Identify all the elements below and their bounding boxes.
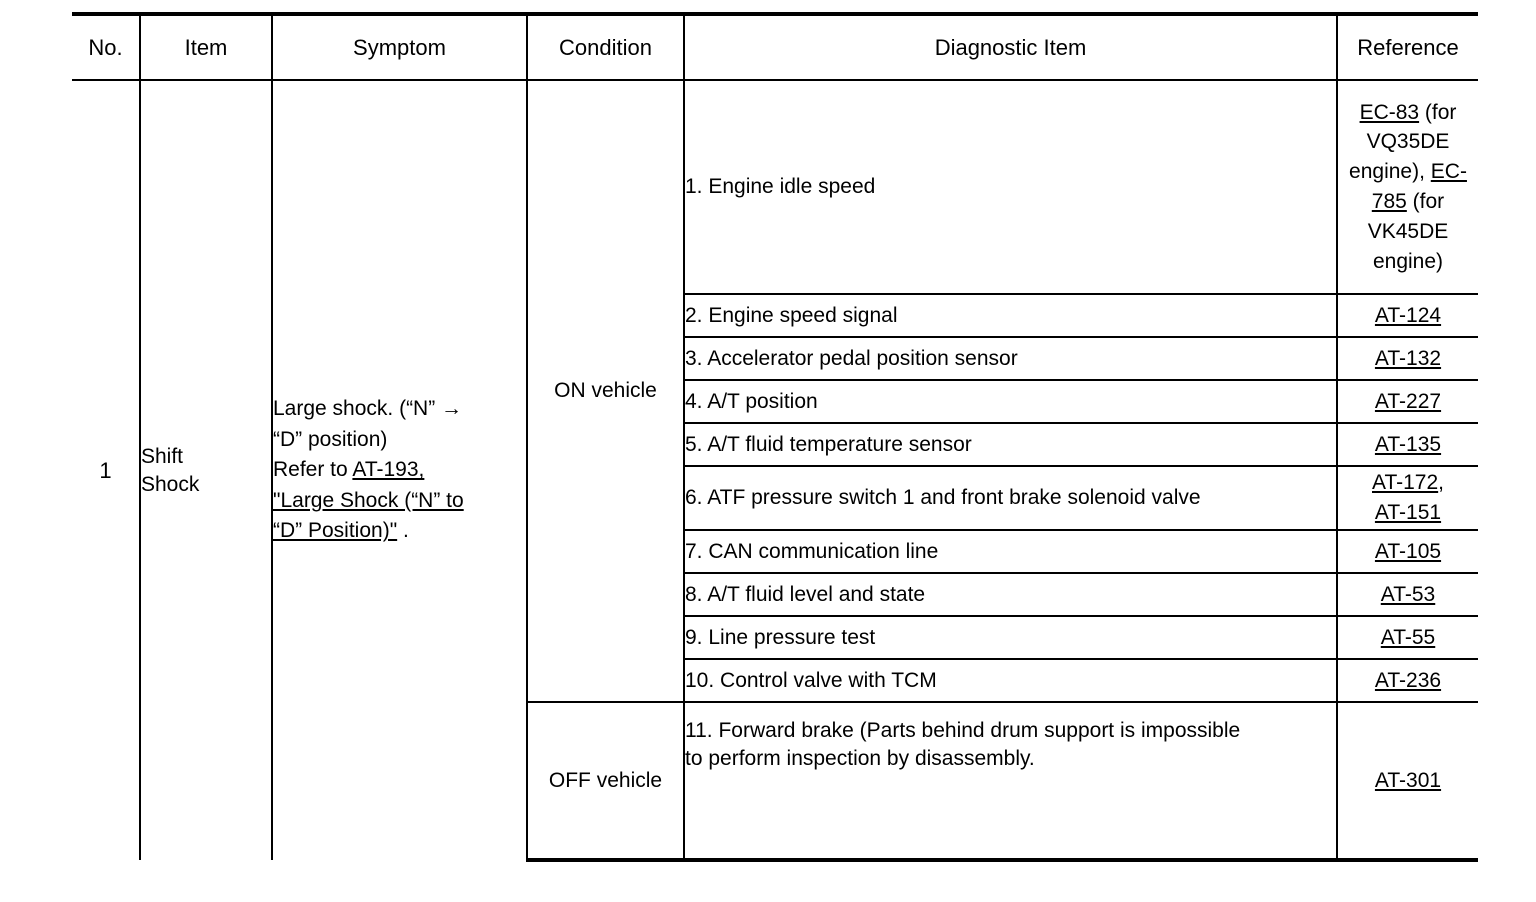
cell-diagnostic-item: 2. Engine speed signal: [684, 294, 1338, 338]
table-row: 9. Line pressure test AT-55: [72, 616, 1478, 660]
cell-item: Shift Shock: [140, 80, 273, 860]
cell-reference[interactable]: AT-301: [1337, 702, 1478, 862]
symptom-line-1: Large shock. (“N” →: [273, 397, 463, 421]
column-header-no: No.: [72, 12, 141, 81]
reference-link[interactable]: AT-151: [1374, 501, 1442, 524]
reference-link[interactable]: AT-135: [1374, 432, 1442, 456]
reference-text: (for VQ35DE engine),: [1349, 100, 1457, 184]
table-row: 10. Control valve with TCM AT-236: [72, 659, 1478, 703]
symptom-line-2: “D” position): [273, 427, 388, 451]
diagnostic-line-1: 11. Forward brake (Parts behind drum sup…: [685, 719, 1241, 742]
diagnostic-table-container: No. Item Symptom Condition Diagnostic It…: [72, 12, 1478, 862]
reference-link[interactable]: AT-53: [1380, 582, 1436, 606]
reference-link[interactable]: AT-301: [1374, 768, 1442, 792]
symptom-suffix: .: [397, 519, 409, 543]
symptom-refer-prefix: Refer to: [273, 458, 353, 482]
cell-diagnostic-item: 4. A/T position: [684, 380, 1338, 424]
table-row: 7. CAN communication line AT-105: [72, 530, 1478, 574]
table-row: 4. A/T position AT-227: [72, 380, 1478, 424]
table-row: 6. ATF pressure switch 1 and front brake…: [72, 466, 1478, 531]
reference-link[interactable]: AT-236: [1374, 668, 1442, 692]
column-header-diagnostic-item: Diagnostic Item: [684, 12, 1338, 81]
diagnostic-chart-table: No. Item Symptom Condition Diagnostic It…: [72, 12, 1478, 862]
column-header-item: Item: [140, 12, 273, 81]
cell-reference[interactable]: AT-227: [1337, 380, 1478, 424]
table-body: 1 Shift Shock Large shock. (“N” → “D” po…: [72, 80, 1478, 862]
cell-reference[interactable]: AT-53: [1337, 573, 1478, 617]
table-row: 5. A/T fluid temperature sensor AT-135: [72, 423, 1478, 467]
column-header-symptom: Symptom: [272, 12, 528, 81]
symptom-link-at-193-part1[interactable]: AT-193,: [352, 458, 425, 482]
reference-link[interactable]: AT-172: [1372, 471, 1439, 495]
cell-reference[interactable]: AT-132: [1337, 337, 1478, 381]
item-line-1: Shift: [141, 444, 184, 468]
symptom-reference-paragraph: Refer to AT-193, "Large Shock (“N” to “D…: [273, 455, 526, 546]
table-row: 2. Engine speed signal AT-124: [72, 294, 1478, 338]
cell-diagnostic-item: 10. Control valve with TCM: [684, 659, 1338, 703]
cell-diagnostic-item: 7. CAN communication line: [684, 530, 1338, 574]
cell-reference[interactable]: AT-55: [1337, 616, 1478, 660]
cell-diagnostic-item: 3. Accelerator pedal position sensor: [684, 337, 1338, 381]
cell-diagnostic-item: 1. Engine idle speed: [684, 80, 1338, 295]
cell-diagnostic-item: 11. Forward brake (Parts behind drum sup…: [684, 702, 1338, 862]
cell-reference[interactable]: AT-124: [1337, 294, 1478, 338]
cell-condition-on-vehicle: ON vehicle: [527, 80, 685, 703]
cell-reference[interactable]: AT-236: [1337, 659, 1478, 703]
cell-reference[interactable]: EC-83 (for VQ35DE engine), EC-785 (for V…: [1337, 80, 1478, 295]
symptom-link-at-193-part2[interactable]: "Large Shock (“N” to: [273, 488, 464, 512]
cell-diagnostic-item: 9. Line pressure test: [684, 616, 1338, 660]
reference-link[interactable]: EC-785: [1371, 160, 1467, 213]
symptom-last-line: “D” Position)" .: [273, 516, 526, 546]
reference-link[interactable]: AT-105: [1374, 539, 1442, 563]
diagnostic-line-2: to perform inspection by disassembly.: [685, 746, 1035, 770]
reference-link[interactable]: AT-124: [1374, 303, 1442, 327]
table-row: 1 Shift Shock Large shock. (“N” → “D” po…: [72, 80, 1478, 860]
cell-diagnostic-item: 8. A/T fluid level and state: [684, 573, 1338, 617]
cell-symptom: Large shock. (“N” → “D” position) Refer …: [272, 80, 528, 860]
cell-diagnostic-item: 6. ATF pressure switch 1 and front brake…: [684, 466, 1338, 531]
cell-row-number: 1: [72, 80, 141, 860]
cell-reference[interactable]: AT-135: [1337, 423, 1478, 467]
item-line-2: Shock: [141, 472, 200, 496]
table-row: 8. A/T fluid level and state AT-53: [72, 573, 1478, 617]
cell-reference[interactable]: AT-172, AT-151: [1337, 466, 1478, 531]
table-row: OFF vehicle 11. Forward brake (Parts beh…: [72, 702, 1478, 862]
reference-link[interactable]: AT-132: [1374, 346, 1442, 370]
table-row: 3. Accelerator pedal position sensor AT-…: [72, 337, 1478, 381]
table-header: No. Item Symptom Condition Diagnostic It…: [72, 12, 1478, 81]
column-header-reference: Reference: [1337, 12, 1478, 81]
reference-link[interactable]: EC-83: [1359, 100, 1420, 124]
header-row: No. Item Symptom Condition Diagnostic It…: [72, 12, 1478, 81]
cell-diagnostic-item: 5. A/T fluid temperature sensor: [684, 423, 1338, 467]
cell-condition-off-vehicle: OFF vehicle: [527, 702, 685, 862]
reference-text: (for VK45DE engine): [1367, 190, 1449, 273]
symptom-link-at-193-part3[interactable]: “D” Position)": [273, 519, 398, 543]
reference-link[interactable]: AT-227: [1374, 389, 1442, 413]
reference-link[interactable]: AT-55: [1380, 625, 1436, 649]
column-header-condition: Condition: [527, 12, 685, 81]
reference-text: ,: [1438, 471, 1444, 495]
cell-reference[interactable]: AT-105: [1337, 530, 1478, 574]
